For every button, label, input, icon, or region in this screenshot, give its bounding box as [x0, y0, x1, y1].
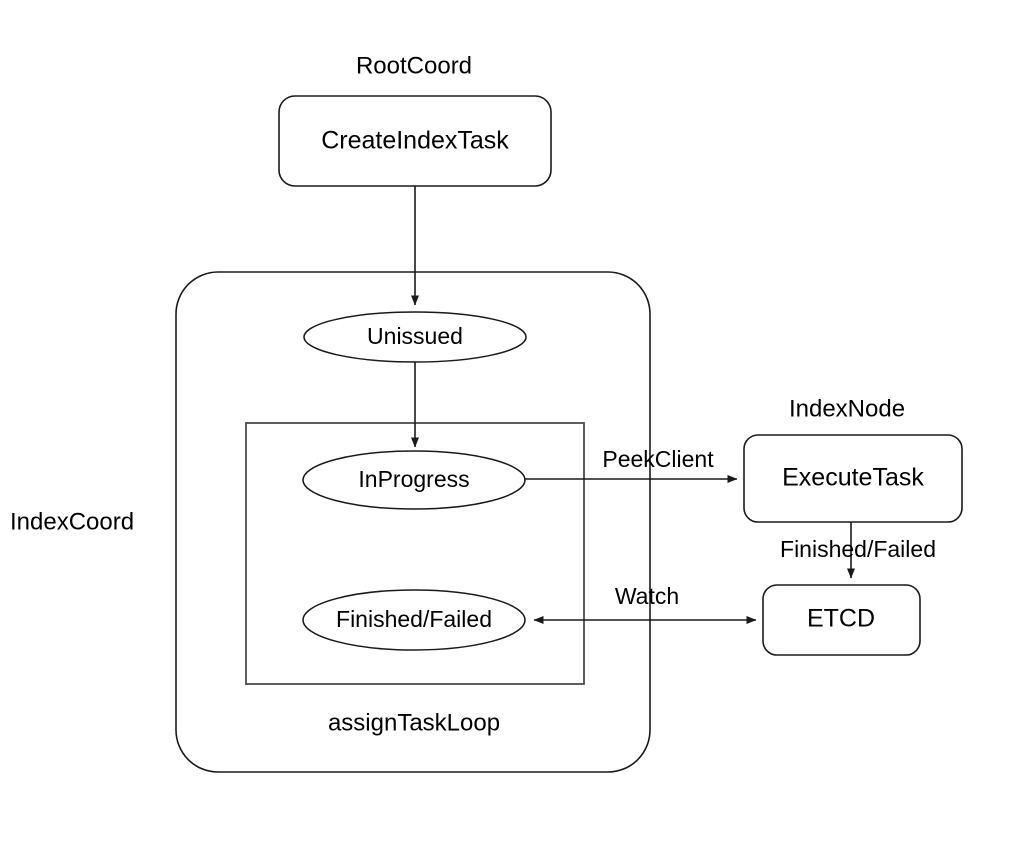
node-create-index-task[interactable]: CreateIndexTask	[278, 95, 552, 187]
etcd-label: ETCD	[807, 605, 875, 633]
edge-label-peekclient: PeekClient	[602, 446, 714, 472]
group-label-assign-task-loop: assignTaskLoop	[328, 709, 500, 736]
state-unissued[interactable]: Unissued	[303, 311, 527, 363]
state-inprogress[interactable]: InProgress	[302, 450, 526, 510]
unissued-ellipse[interactable]	[303, 311, 527, 363]
indexcoord-container	[175, 271, 651, 773]
inprogress-ellipse[interactable]	[302, 450, 526, 510]
execute-task-box[interactable]	[743, 434, 963, 523]
group-label-rootcoord: RootCoord	[356, 52, 472, 79]
etcd-box[interactable]	[762, 584, 921, 656]
create-index-task-label: CreateIndexTask	[321, 127, 509, 155]
group-label-indexnode: IndexNode	[789, 395, 905, 422]
unissued-label: Unissued	[367, 323, 463, 349]
node-execute-task[interactable]: ExecuteTask	[743, 434, 963, 523]
group-label-indexcoord: IndexCoord	[10, 508, 134, 535]
edge-label-watch: Watch	[615, 583, 679, 609]
finished-failed-ellipse[interactable]	[302, 589, 526, 651]
execute-task-label: ExecuteTask	[782, 464, 924, 492]
state-finished-failed[interactable]: Finished/Failed	[302, 589, 526, 651]
node-etcd[interactable]: ETCD	[762, 584, 921, 656]
edge-label-finished-failed: Finished/Failed	[780, 536, 936, 562]
inprogress-label: InProgress	[358, 466, 469, 492]
finished-failed-label: Finished/Failed	[336, 606, 492, 632]
